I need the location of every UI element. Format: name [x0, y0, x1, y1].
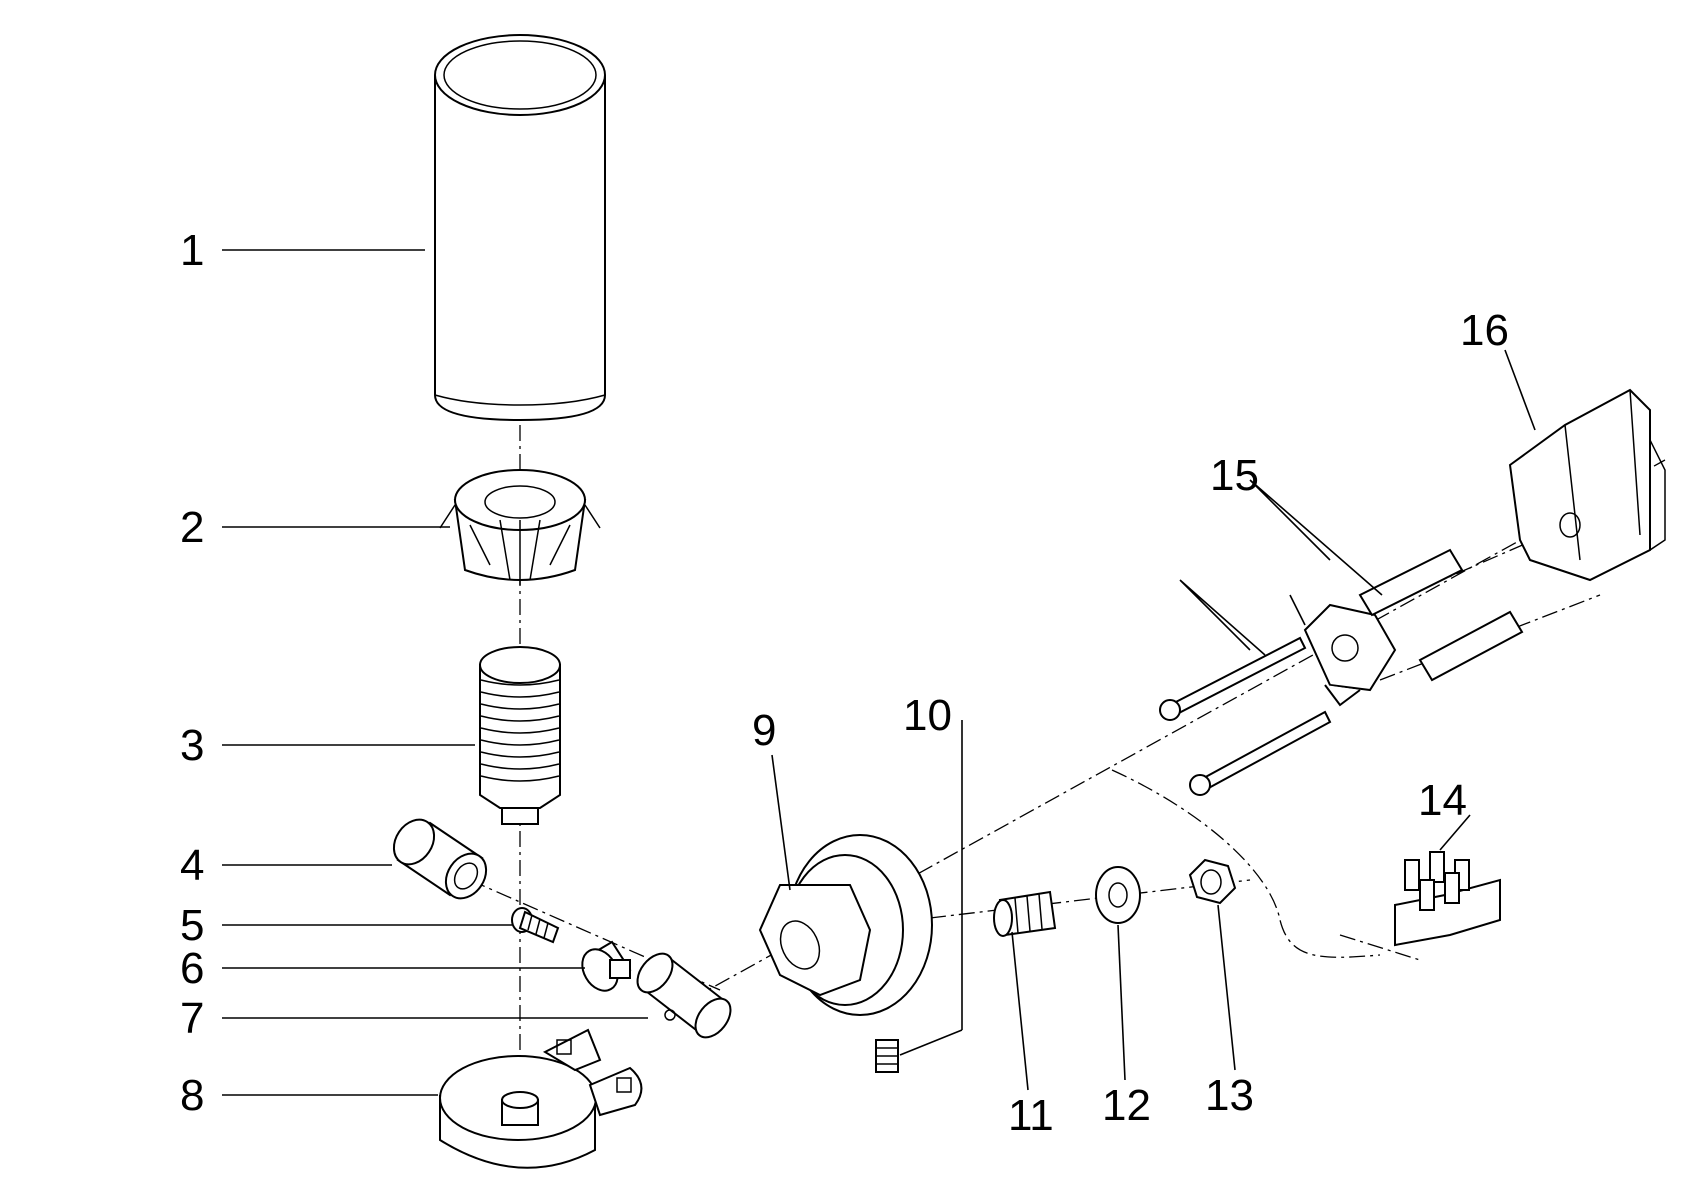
callout-3: 3 [180, 721, 204, 770]
part-3-lamp-holder [479, 646, 561, 825]
callout-5: 5 [180, 901, 204, 950]
callout-13: 13 [1205, 1071, 1254, 1120]
part-13-hex-nut [1188, 858, 1237, 905]
callout-15: 15 [1210, 451, 1259, 500]
part-14-terminal-block [1394, 851, 1501, 947]
callout-6: 6 [180, 944, 204, 993]
part-9-wall-housing [758, 834, 933, 1016]
part-15-mounting-kit [1159, 548, 1524, 796]
part-10-set-screw [875, 1039, 899, 1073]
part-1-shade [434, 34, 606, 422]
part-4-sleeve [392, 818, 488, 900]
callout-16: 16 [1460, 306, 1509, 355]
callout-4: 4 [180, 841, 204, 890]
callout-8: 8 [180, 1071, 204, 1120]
callout-1: 1 [180, 226, 204, 275]
part-12-washer [1095, 866, 1141, 924]
part-16-cover [1508, 388, 1666, 582]
part-7-tube [636, 952, 732, 1039]
callout-labels: 1 2 3 4 5 6 7 8 9 10 11 12 13 14 15 16 [180, 226, 1509, 1140]
callout-7: 7 [180, 994, 204, 1043]
callout-14: 14 [1418, 776, 1467, 825]
part-5-screw [511, 907, 560, 944]
callout-2: 2 [180, 503, 204, 552]
callout-9: 9 [752, 706, 776, 755]
part-6-bushing [581, 940, 632, 992]
part-8-base-clamp [439, 1028, 643, 1169]
callout-12: 12 [1102, 1081, 1151, 1130]
leader-lines [222, 249, 1536, 1096]
callout-11: 11 [1008, 1091, 1054, 1140]
callout-10: 10 [903, 691, 952, 740]
part-2-crown-ring [439, 469, 601, 585]
part-11-threaded-sleeve [993, 890, 1057, 937]
